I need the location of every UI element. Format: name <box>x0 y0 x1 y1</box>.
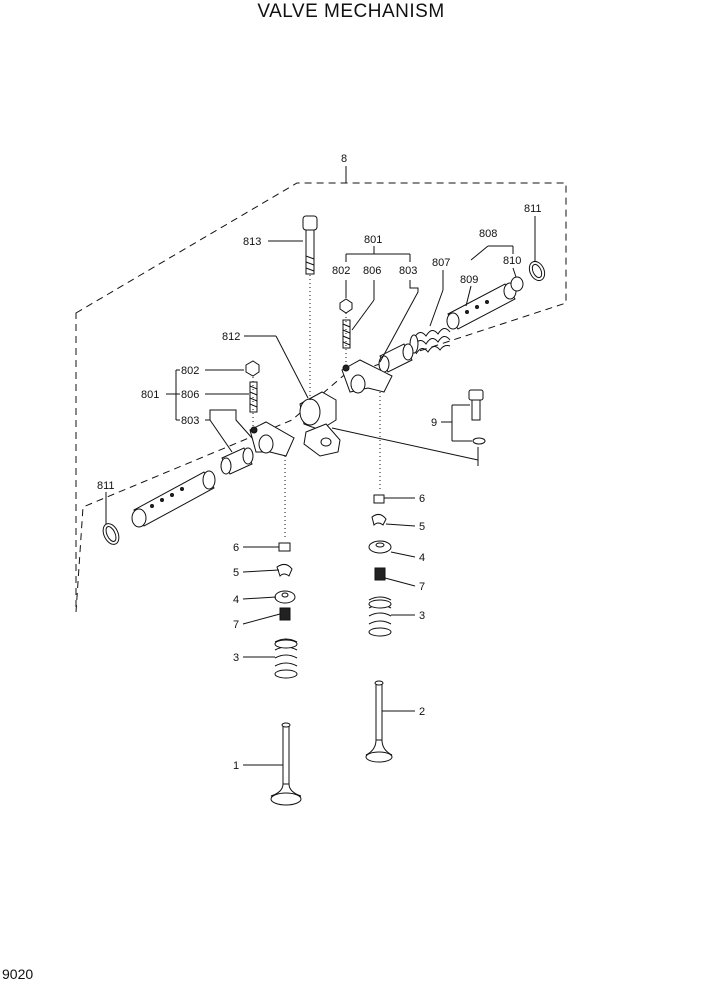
callout-7-right: 7 <box>419 581 425 593</box>
callout-8: 8 <box>341 153 347 165</box>
callout-4-right: 4 <box>419 552 425 564</box>
assembly-8-boundary <box>75 182 567 613</box>
callout-5-left: 5 <box>233 567 239 579</box>
callout-802-top: 802 <box>332 265 350 277</box>
callout-810: 810 <box>503 255 521 267</box>
spacer-sleeve-left <box>220 447 254 475</box>
callout-806-top: 806 <box>363 265 381 277</box>
callout-806-left: 806 <box>181 389 199 401</box>
callout-labels: 8 811 808 801 813 802 806 803 807 810 80… <box>97 153 542 772</box>
callout-5-right: 5 <box>419 521 425 533</box>
page-code: 9020 <box>2 966 34 982</box>
bolt-9 <box>468 389 486 445</box>
page-title: VALVE MECHANISM <box>257 1 445 22</box>
rocker-arm-left <box>249 421 295 457</box>
adjust-screw-left <box>245 360 260 413</box>
callout-803-left: 803 <box>181 415 199 427</box>
shaft-plug-810 <box>510 276 524 292</box>
callout-2: 2 <box>419 706 425 718</box>
callout-3-right: 3 <box>419 610 425 622</box>
callout-808: 808 <box>479 228 497 240</box>
callout-811-right: 811 <box>524 203 542 215</box>
callout-803-top: 803 <box>399 265 417 277</box>
callout-812: 812 <box>222 331 240 343</box>
callout-4-left: 4 <box>233 594 239 606</box>
valve-train-right <box>365 494 393 763</box>
adjust-screw-right <box>339 298 353 349</box>
snap-ring-811-left <box>102 523 120 545</box>
rocker-shaft-right <box>446 282 517 330</box>
leader-lines <box>105 166 536 766</box>
callout-1: 1 <box>233 760 239 772</box>
callout-9: 9 <box>431 417 437 429</box>
callout-801-left: 801 <box>141 389 159 401</box>
valve-train-left <box>270 542 302 806</box>
callout-811-left: 811 <box>97 480 115 492</box>
rocker-spring-807 <box>409 328 451 355</box>
callout-801-top: 801 <box>364 234 382 246</box>
rocker-arm-right <box>341 359 393 394</box>
rocker-bracket-812 <box>299 391 341 457</box>
callout-6-left: 6 <box>233 542 239 554</box>
callout-813: 813 <box>243 236 261 248</box>
bracket-bolt-813 <box>302 215 318 275</box>
callout-6-right: 6 <box>419 493 425 505</box>
rocker-shaft-left <box>131 470 216 528</box>
callout-802-left: 802 <box>181 365 199 377</box>
callout-3-left: 3 <box>233 652 239 664</box>
callout-809: 809 <box>460 274 478 286</box>
center-lines <box>252 275 479 540</box>
callout-807: 807 <box>432 257 450 269</box>
snap-ring-811-right <box>528 260 546 282</box>
spacer-sleeve-right <box>378 343 414 373</box>
callout-7-left: 7 <box>233 619 239 631</box>
